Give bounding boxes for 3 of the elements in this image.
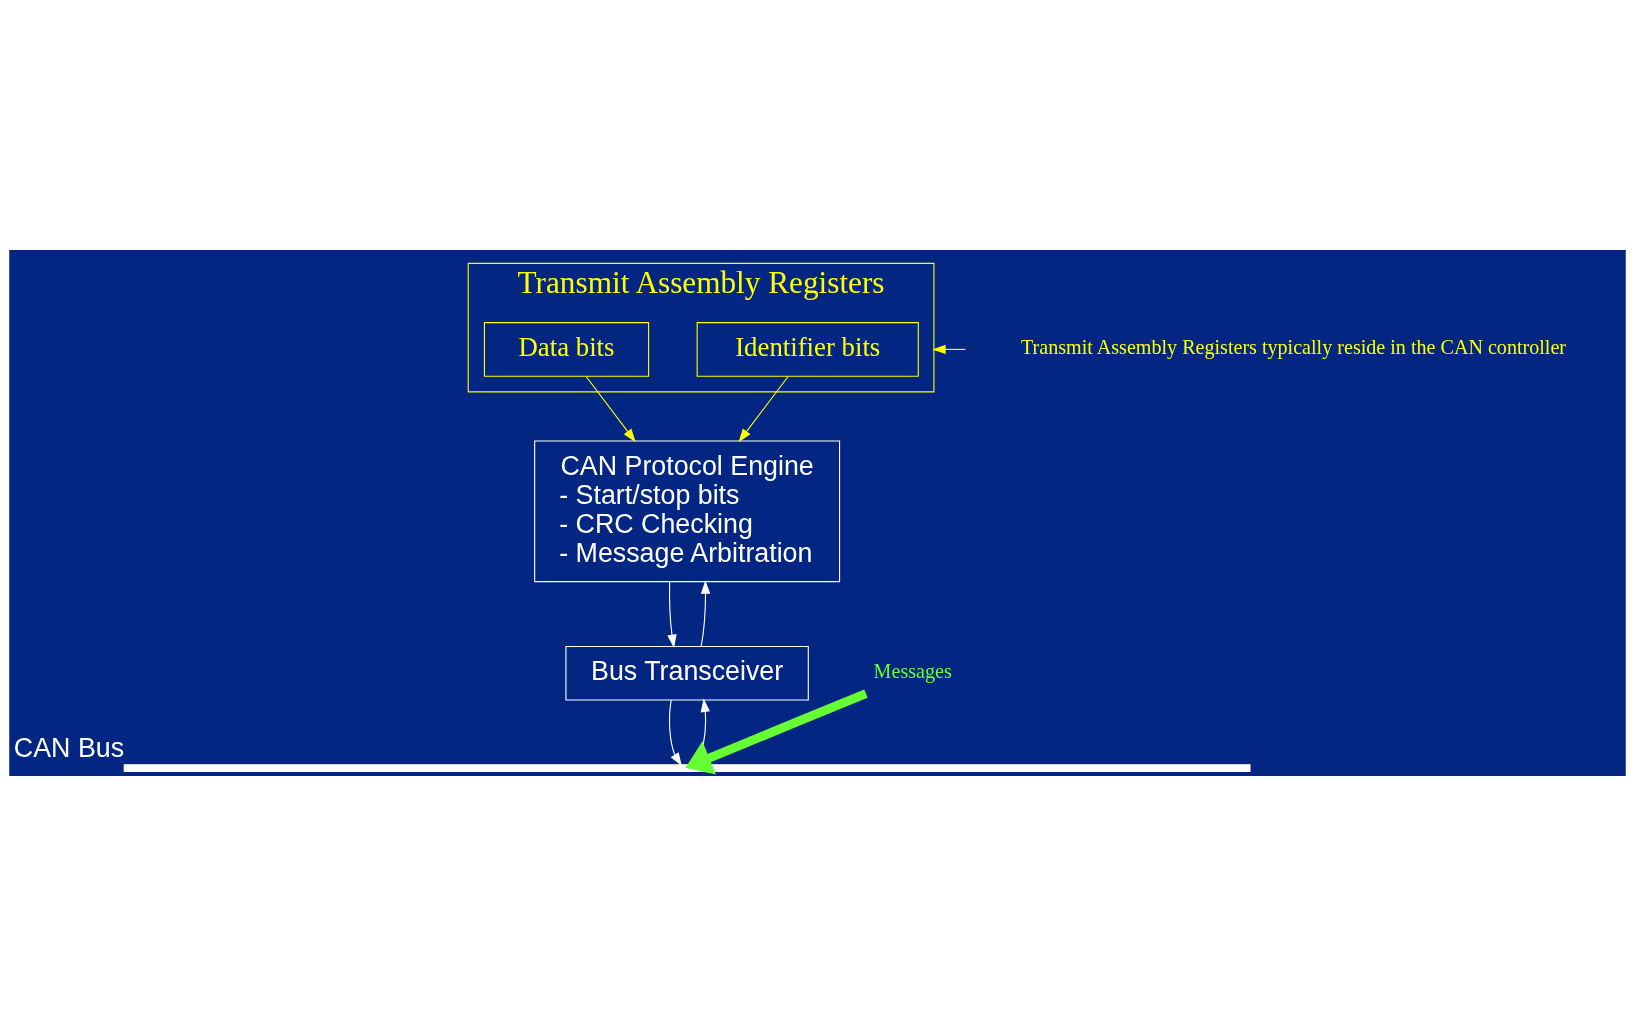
node-text: Messages <box>873 659 952 682</box>
node-text: Transmit Assembly Registers typically reside in the CAN controller <box>1020 335 1566 358</box>
node-label: CAN Bus <box>13 732 124 763</box>
